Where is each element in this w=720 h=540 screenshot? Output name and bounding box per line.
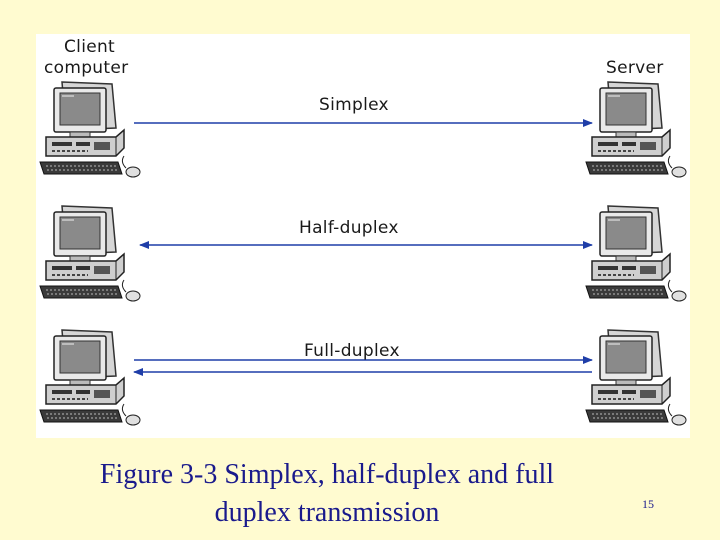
client-computer-icon-2 — [39, 205, 141, 302]
figure-caption: Figure 3-3 Simplex, half-duplex and full… — [40, 456, 614, 532]
caption-line-1: Figure 3-3 Simplex, half-duplex and full — [99, 459, 555, 490]
client-label-line1: Client — [64, 37, 116, 57]
half-duplex-label: Half-duplex — [299, 218, 399, 238]
client-label-line2: computer — [44, 58, 129, 78]
diagram-canvas — [39, 81, 687, 426]
server-computer-icon-2 — [585, 205, 687, 302]
client-computer-icon-1 — [39, 81, 141, 178]
page-number: 15 — [642, 497, 654, 511]
full-duplex-label: Full-duplex — [304, 341, 400, 361]
simplex-label: Simplex — [319, 95, 389, 115]
server-label: Server — [606, 58, 664, 78]
server-computer-icon-3 — [585, 329, 687, 426]
transmission-diagram: Client computer Server Simplex Half-dupl… — [36, 34, 690, 438]
caption-line-2: duplex transmission — [214, 497, 440, 528]
client-computer-icon-3 — [39, 329, 141, 426]
server-computer-icon-1 — [585, 81, 687, 178]
